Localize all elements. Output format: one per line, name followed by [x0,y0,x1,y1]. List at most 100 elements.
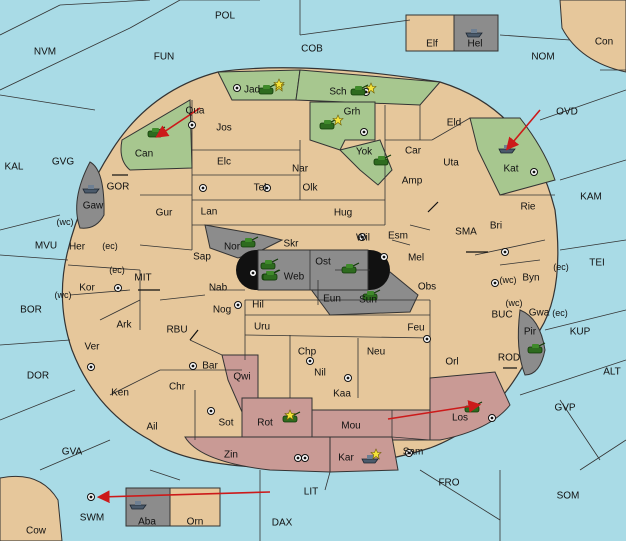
region-hotspot-ver[interactable] [75,339,109,355]
region-hotspot-byn[interactable] [514,270,548,286]
region-hotspot-sam[interactable] [396,444,430,460]
region-hotspot-lan[interactable] [192,204,226,220]
region-hotspot-web[interactable] [277,269,311,285]
region-hotspot-gur[interactable] [147,205,181,221]
region-hotspot-sun[interactable] [351,292,385,308]
region-hotspot-nom[interactable] [526,49,560,65]
region-hotspot-dax[interactable] [265,515,299,531]
region-hotspot-jos[interactable] [207,120,241,136]
region-hotspot-swm[interactable] [75,510,109,526]
region-hotspot-kor[interactable] [70,280,104,296]
region-hotspot-chp[interactable] [290,344,324,360]
region-hotspot-yok[interactable] [347,144,381,160]
region-hotspot-rie[interactable] [511,199,545,215]
region-hotspot-aba[interactable] [130,514,164,530]
region-hotspot-can[interactable] [127,146,161,162]
region-hotspot-sap[interactable] [185,249,219,265]
region-hotspot-ail[interactable] [135,419,169,435]
region-hotspot-mou[interactable] [334,418,368,434]
region-hotspot-ark[interactable] [107,317,141,333]
region-hotspot-obs[interactable] [410,279,444,295]
region-hotspot-chr[interactable] [160,379,194,395]
region-hotspot-zin[interactable] [214,447,248,463]
region-hotspot-fro[interactable] [432,475,466,491]
region-hotspot-sot[interactable] [209,415,243,431]
region-hotspot-dor[interactable] [21,368,55,384]
region-hotspot-jad[interactable] [235,82,269,98]
region-hotspot-uru[interactable] [245,319,279,335]
region-hotspot-bri[interactable] [479,218,513,234]
region-hotspot-kaa[interactable] [325,386,359,402]
region-hotspot-nvm[interactable] [28,44,62,60]
region-hotspot-hel[interactable] [458,36,492,52]
region-hotspot-amp[interactable] [395,173,429,189]
region-hotspot-skr[interactable] [274,236,308,252]
region-hotspot-gvp[interactable] [548,400,582,416]
region-hotspot-hil[interactable] [241,297,275,313]
region-hotspot-sch[interactable] [321,84,355,100]
region-hotspot-nab[interactable] [201,280,235,296]
region-hotspot-rod[interactable] [492,350,526,366]
region-hotspot-mit[interactable] [126,270,160,286]
region-hotspot-bor[interactable] [14,302,48,318]
region-hotspot-kup[interactable] [563,324,597,340]
region-hotspot-nar[interactable] [283,161,317,177]
region-hotspot-nor[interactable] [215,239,249,255]
region-hotspot-orn[interactable] [178,514,212,530]
region-hotspot-gaw[interactable] [76,198,110,214]
region-hotspot-gvg[interactable] [46,154,80,170]
region-hotspot-kat[interactable] [494,161,528,177]
region-hotspot-qwi[interactable] [225,369,259,385]
region-hotspot-elc[interactable] [207,154,241,170]
region-hotspot-her[interactable] [60,239,94,255]
region-hotspot-ovd[interactable] [550,104,584,120]
region-hotspot-mvu[interactable] [29,238,63,254]
region-hotspot-neu[interactable] [359,344,393,360]
region-hotspot-los[interactable] [443,410,477,426]
region-hotspot-nil[interactable] [303,365,337,381]
region-hotspot-rbu[interactable] [160,322,194,338]
region-hotspot-olk[interactable] [293,180,327,196]
region-hotspot-qua[interactable] [178,103,212,119]
region-hotspot-esm[interactable] [381,228,415,244]
region-hotspot-elf[interactable] [415,36,449,52]
supply-center-dot-20 [303,456,307,460]
region-hotspot-bar[interactable] [193,358,227,374]
region-hotspot-grh[interactable] [335,104,369,120]
region-hotspot-ken[interactable] [103,385,137,401]
region-hotspot-hug[interactable] [326,205,360,221]
region-hotspot-kal[interactable] [0,159,31,175]
region-hotspot-mel[interactable] [399,250,433,266]
region-hotspot-nog[interactable] [205,302,239,318]
region-hotspot-ost[interactable] [306,254,340,270]
region-hotspot-car[interactable] [396,143,430,159]
region-hotspot-cob[interactable] [295,41,329,57]
region-hotspot-orl[interactable] [435,354,469,370]
region-hotspot-wil[interactable] [346,230,380,246]
region-hotspot-lit[interactable] [294,484,328,500]
region-hotspot-tei[interactable] [580,255,614,271]
region-hotspot-eun[interactable] [315,291,349,307]
region-hotspot-som[interactable] [551,488,585,504]
region-hotspot-kam[interactable] [574,189,608,205]
region-hotspot-feu[interactable] [399,320,433,336]
region-hotspot-gwa[interactable] [522,305,556,321]
region-hotspot-sma[interactable] [449,224,483,240]
fleet-deck-4 [135,501,141,505]
region-hotspot-kar[interactable] [329,450,363,466]
region-hotspot-pol[interactable] [208,8,242,24]
region-hotspot-con[interactable] [587,34,621,50]
region-hotspot-pir[interactable] [513,324,547,340]
region-hotspot-cow[interactable] [19,523,53,539]
supply-center-dot-22 [490,416,494,420]
region-hotspot-gva[interactable] [55,444,89,460]
region-hotspot-fun[interactable] [147,49,181,65]
region-hotspot-alt[interactable] [595,364,626,380]
region-hotspot-buc[interactable] [485,307,519,323]
fleet-hull-3 [361,458,379,464]
region-hotspot-gor[interactable] [101,179,135,195]
region-hotspot-uta[interactable] [434,155,468,171]
region-hotspot-tel[interactable] [243,180,277,196]
region-hotspot-rot[interactable] [248,415,282,431]
region-hotspot-eld[interactable] [437,115,471,131]
